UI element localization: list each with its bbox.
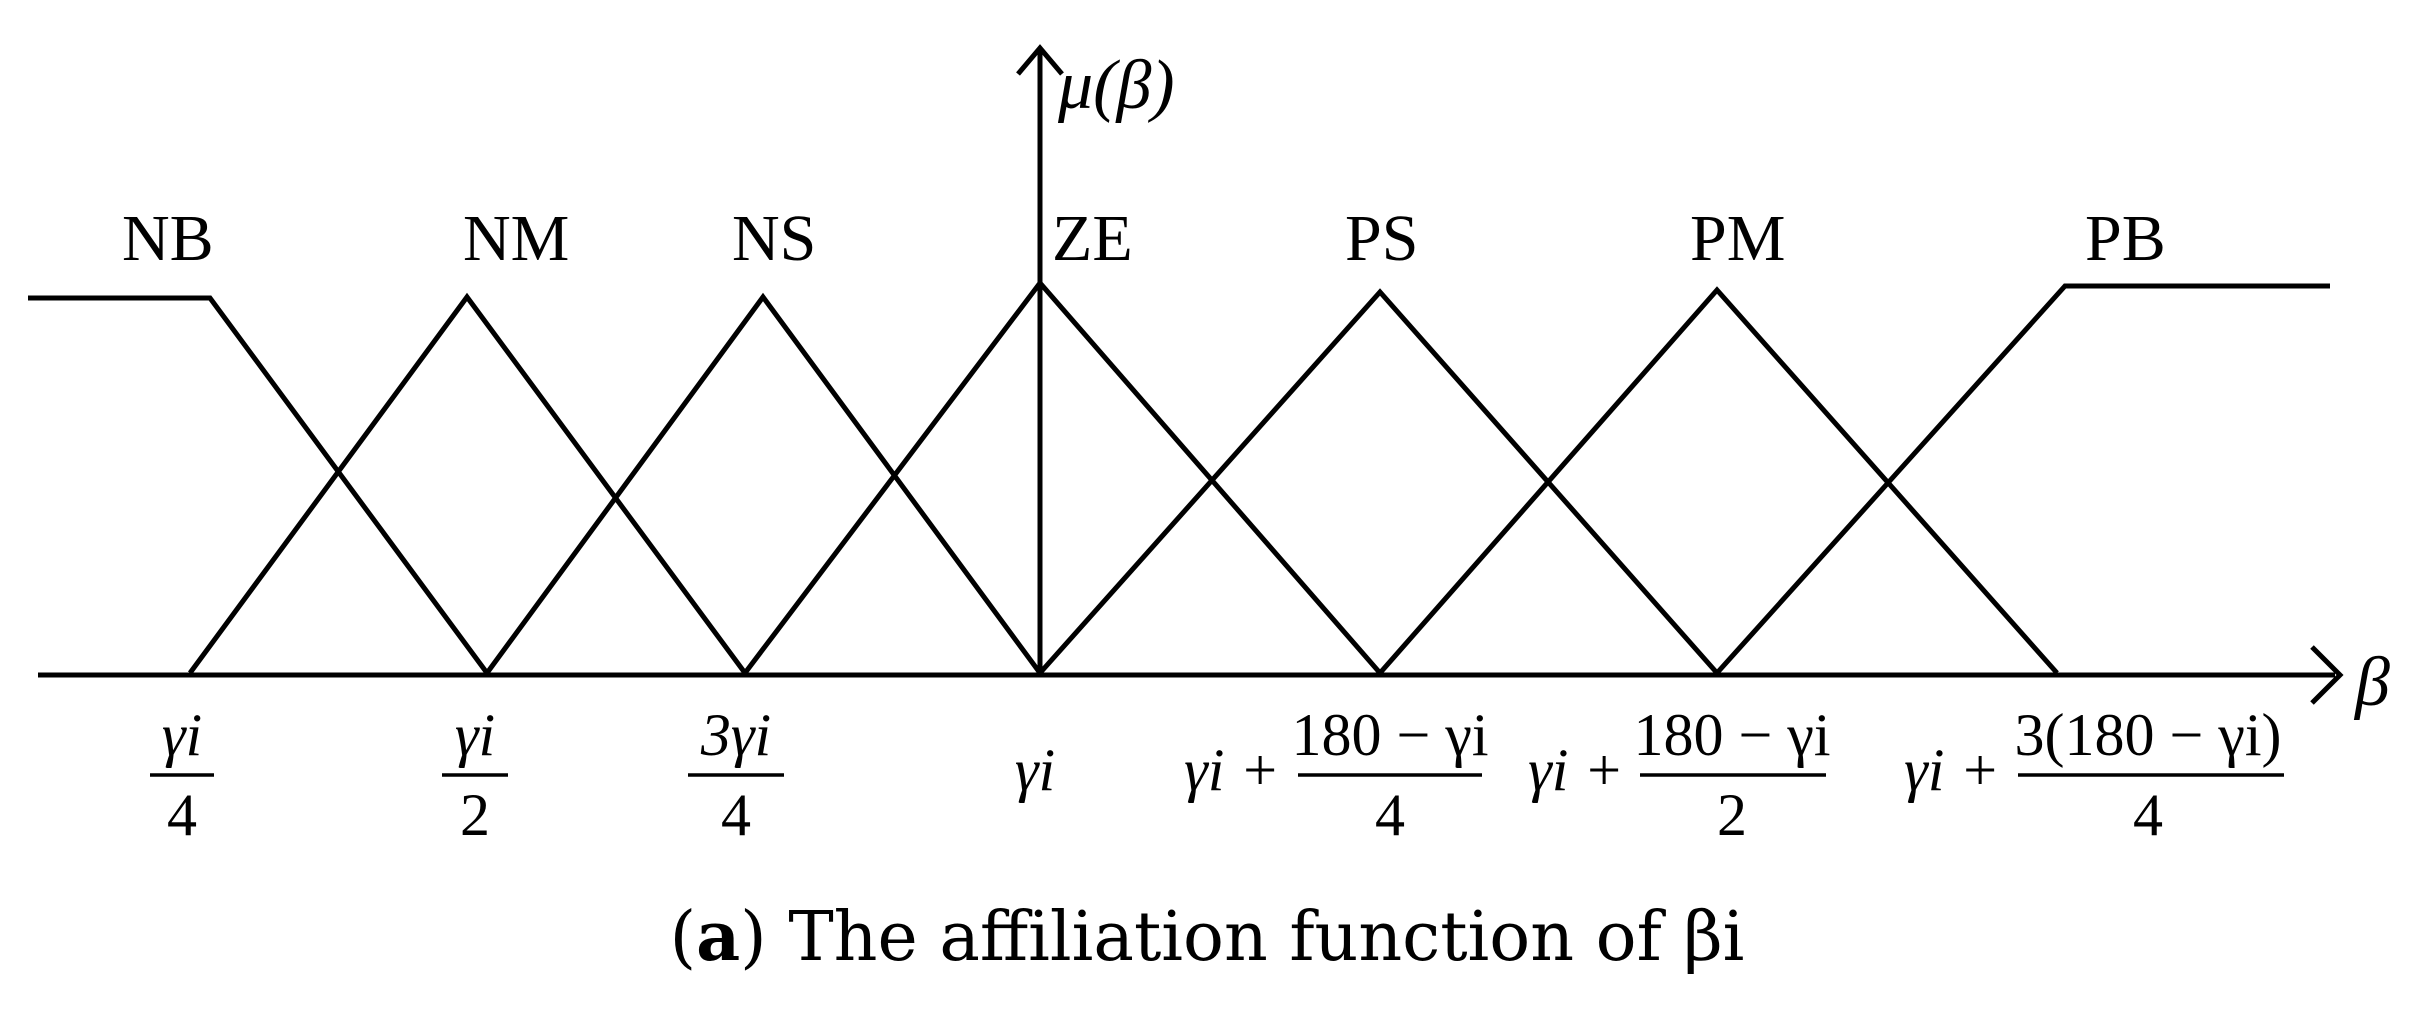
x-tick-labels: γi 4 γi 2 3γi 4 γi γi + 180 − γi 4 γi — [150, 702, 2284, 848]
x-axis-arrow — [2310, 645, 2344, 705]
x-tick-2: 3γi 4 — [688, 702, 784, 848]
x-tick-6-prefix: γi + — [1904, 737, 2000, 803]
caption-letter: a — [696, 897, 740, 977]
set-label-ze: ZE — [1052, 202, 1133, 275]
x-tick-0-denominator: 4 — [167, 782, 197, 848]
x-tick-5-denominator: 2 — [1717, 782, 1747, 848]
x-tick-5: γi + 180 − γi 2 — [1528, 702, 1830, 848]
x-tick-0: γi 4 — [150, 702, 214, 848]
x-tick-4-denominator: 4 — [1375, 782, 1405, 848]
x-tick-1-numerator: γi — [455, 702, 495, 768]
x-tick-0-numerator: γi — [162, 702, 202, 768]
x-tick-4-prefix: γi + — [1184, 737, 1280, 803]
x-tick-5-prefix: γi + — [1528, 737, 1624, 803]
curve-nm — [187, 292, 748, 675]
curve-ze — [743, 279, 1382, 675]
set-label-nb: NB — [122, 202, 214, 275]
curve-ns — [484, 292, 1043, 675]
membership-curves — [28, 279, 2330, 675]
x-tick-5-numerator: 180 − γi — [1633, 702, 1830, 768]
set-label-ps: PS — [1345, 202, 1418, 275]
x-tick-6-numerator: 3(180 − γi) — [2015, 702, 2282, 768]
x-tick-3-label: γi — [1015, 737, 1055, 803]
set-label-ns: NS — [732, 202, 816, 275]
x-tick-3: γi — [1015, 737, 1055, 803]
x-tick-6: γi + 3(180 − γi) 4 — [1904, 702, 2284, 848]
set-labels: NB NM NS ZE PS PM PB — [122, 202, 2166, 275]
x-tick-2-denominator: 4 — [721, 782, 751, 848]
set-label-pm: PM — [1690, 202, 1785, 275]
curve-pb — [1715, 283, 2330, 675]
caption-text: The affiliation function of βi — [788, 898, 1744, 977]
axes: μ(β) β — [38, 44, 2390, 721]
x-axis-label: β — [2353, 644, 2390, 721]
x-tick-4-numerator: 180 − γi — [1291, 702, 1488, 768]
y-axis-arrow — [1016, 44, 1064, 76]
x-tick-4: γi + 180 − γi 4 — [1184, 702, 1488, 848]
curve-nb — [28, 295, 490, 675]
curve-pm — [1378, 286, 2059, 675]
x-tick-1-denominator: 2 — [460, 782, 490, 848]
y-axis-label: μ(β) — [1057, 47, 1175, 124]
set-label-pb: PB — [2085, 202, 2166, 275]
x-tick-6-denominator: 4 — [2133, 782, 2163, 848]
curve-ps — [1038, 288, 1719, 675]
x-tick-2-numerator: 3γi — [700, 702, 771, 768]
x-tick-1: γi 2 — [442, 702, 508, 848]
set-label-nm: NM — [463, 202, 569, 275]
figure-caption: (a) The affiliation function of βi — [670, 897, 1745, 977]
